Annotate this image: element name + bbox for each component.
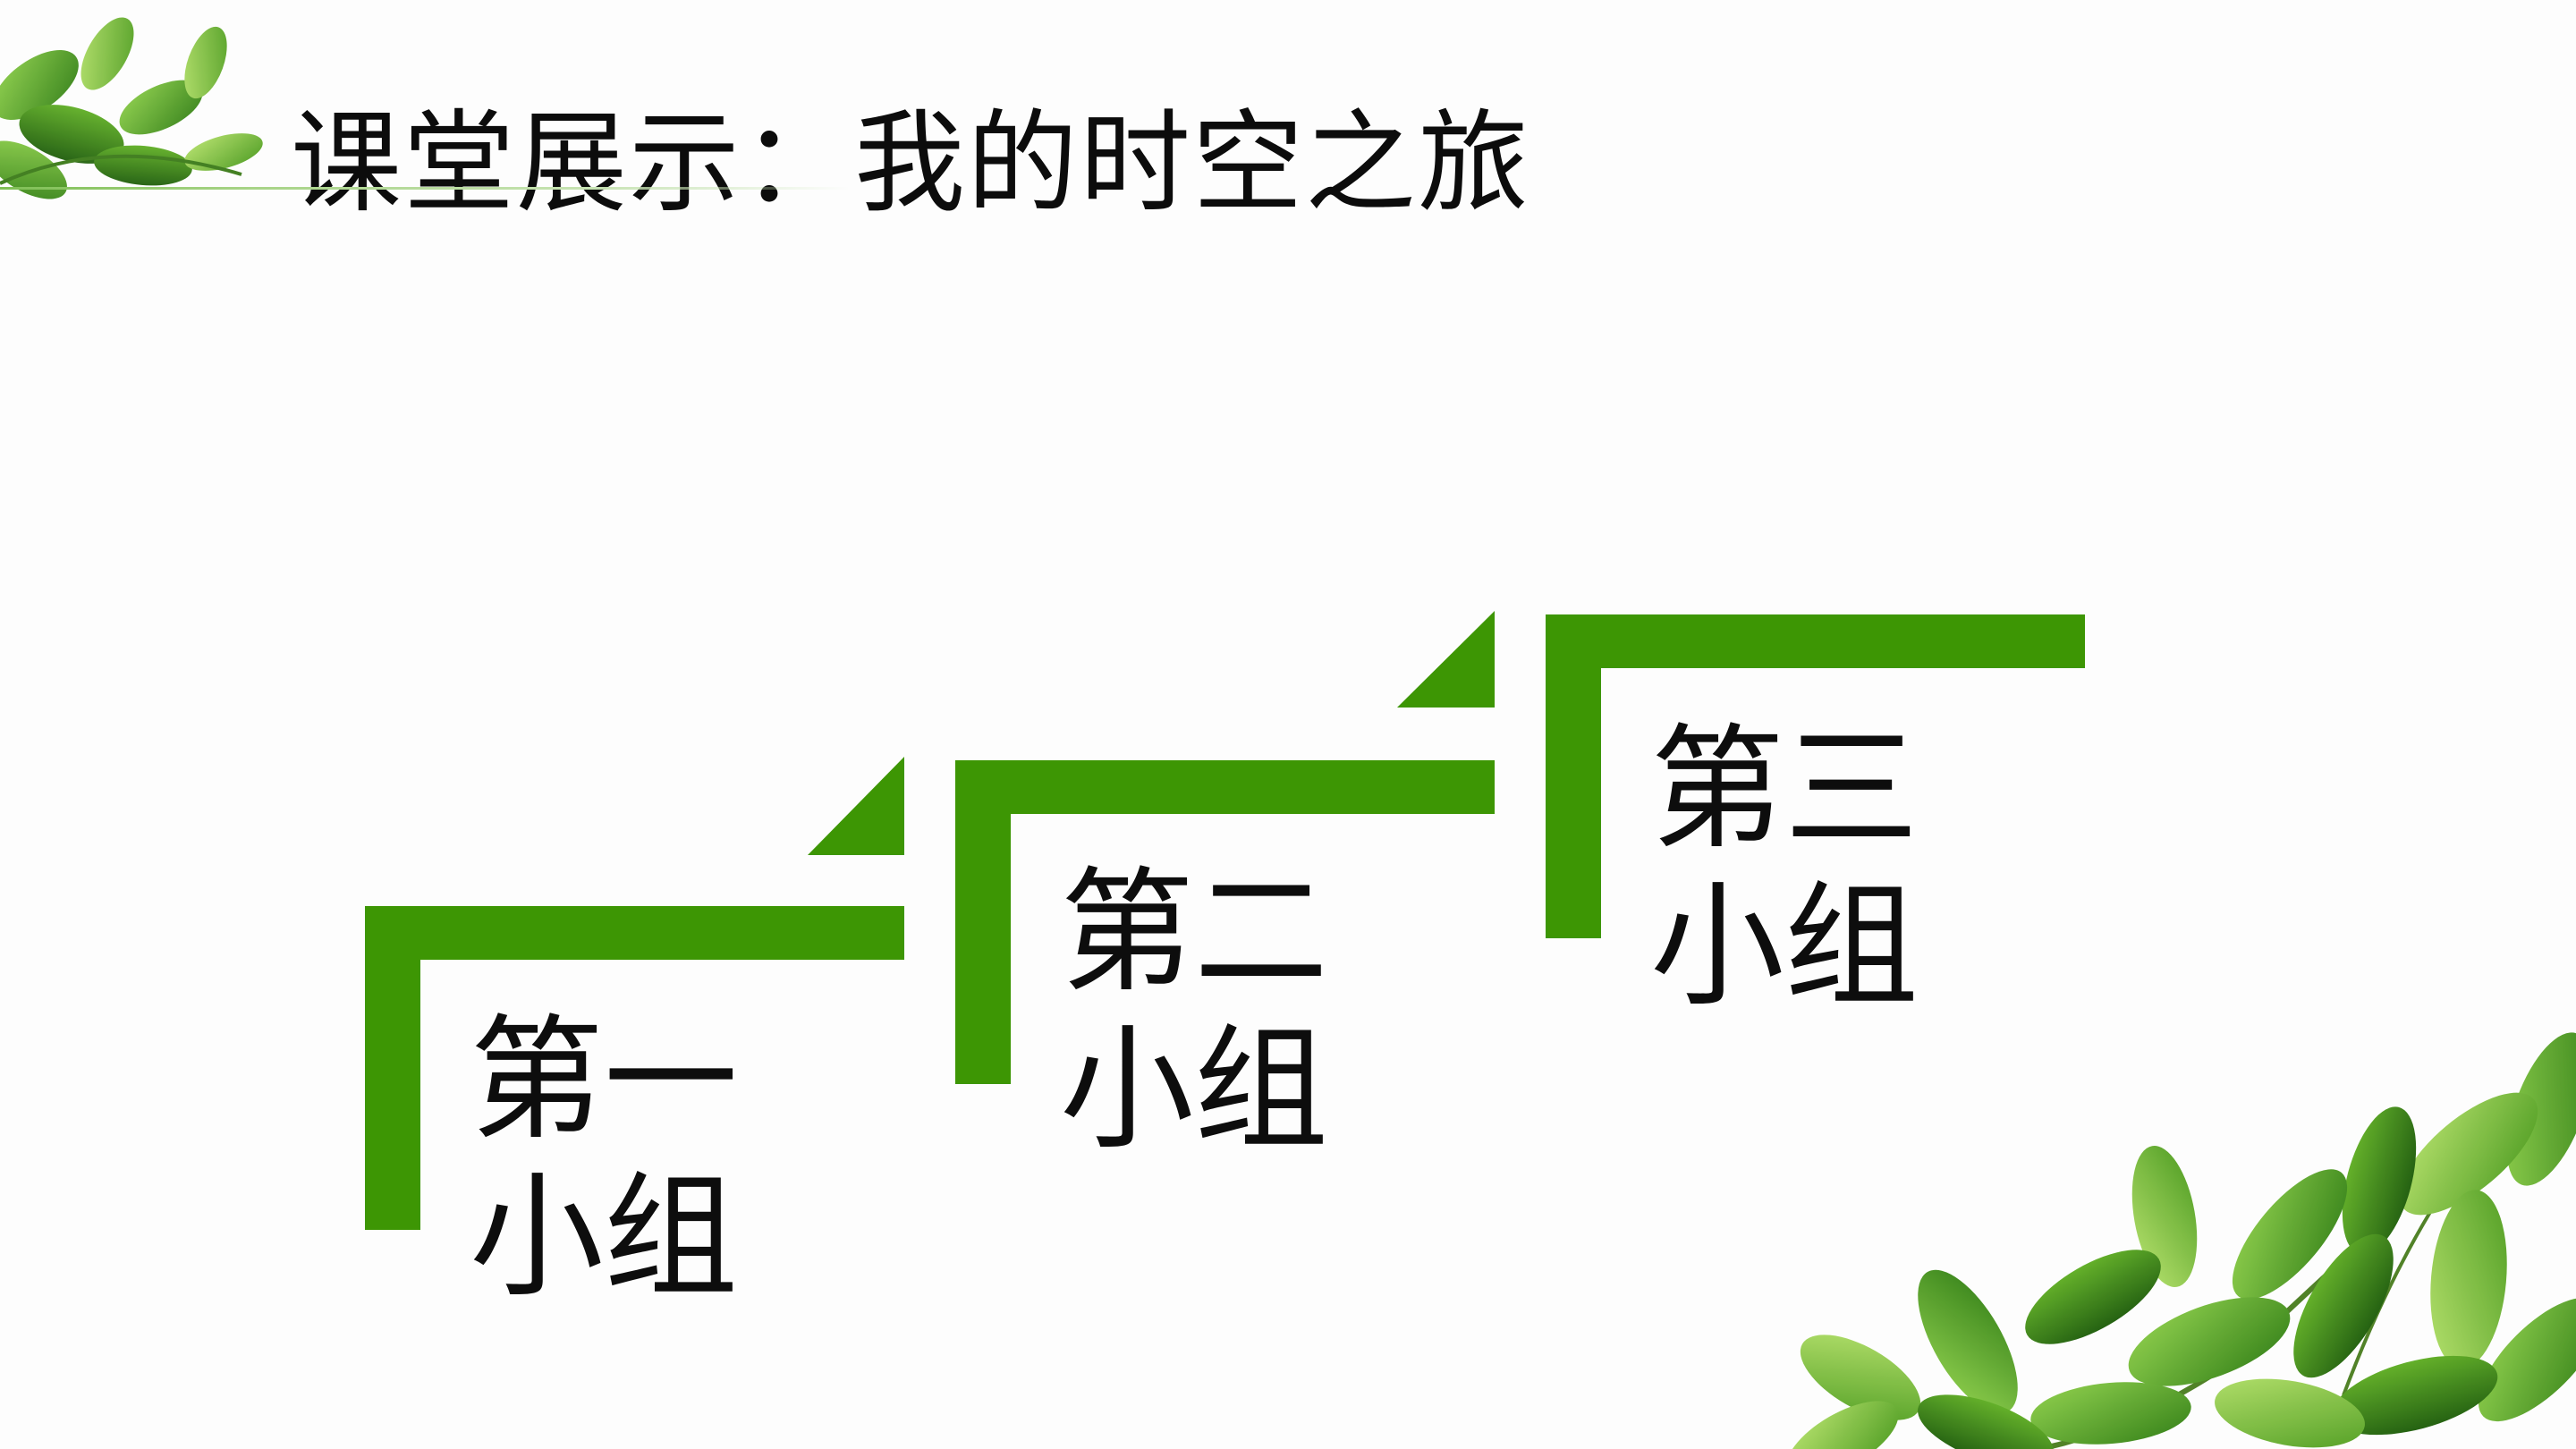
step-1-arrow-tip bbox=[808, 757, 904, 855]
leaf-branch-icon bbox=[1775, 1021, 2576, 1449]
step-1-line2: 小组 bbox=[470, 1159, 738, 1317]
step-2-line1: 第二 bbox=[1060, 854, 1328, 1012]
page-title: 课堂展示：我的时空之旅 bbox=[291, 97, 1530, 231]
step-2-line2: 小组 bbox=[1060, 1012, 1328, 1169]
step-2-arrow-tip bbox=[1397, 611, 1495, 708]
step-1-label: 第一 小组 bbox=[470, 1002, 738, 1317]
step-3-line2: 小组 bbox=[1650, 869, 1919, 1026]
step-3-label: 第三 小组 bbox=[1650, 711, 1919, 1026]
step-3-line1: 第三 bbox=[1650, 711, 1919, 869]
title-underline bbox=[0, 187, 850, 190]
step-1-line1: 第一 bbox=[470, 1002, 738, 1159]
step-2-label: 第二 小组 bbox=[1060, 854, 1328, 1169]
